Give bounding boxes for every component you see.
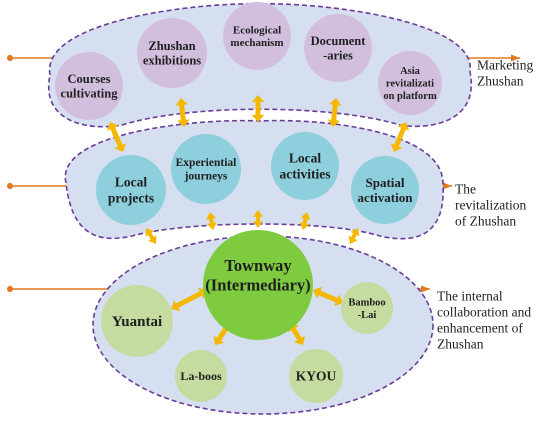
revitalization-side-label-line: revitalization xyxy=(455,198,526,213)
marketing-flow-line-arrowhead xyxy=(511,54,520,62)
collaboration-side-label-line: collaboration and xyxy=(437,305,531,320)
partner-node-label: Bamboo -Lai xyxy=(348,297,385,320)
marketing-node-label-line: mechanism xyxy=(230,37,283,49)
collaboration-side-label-line: Zhushan xyxy=(437,337,484,352)
marketing-node-label: Document-aries xyxy=(311,34,367,63)
bamboolai-arrow xyxy=(313,287,343,306)
revitalization-node xyxy=(96,155,166,225)
collaboration-side-label-line: enhancement of xyxy=(437,321,523,336)
middle-bottom-arrow xyxy=(206,212,217,230)
revitalization-node xyxy=(171,134,241,204)
partner-node-label-line: KYOU xyxy=(296,369,337,384)
townway-label: Townway(Intermediary) xyxy=(205,256,310,294)
top-middle-arrow xyxy=(327,98,342,127)
marketing-node-label-line: Zhushan xyxy=(148,39,195,53)
partner-node-label-line: La-boos xyxy=(180,369,222,383)
kyou-arrow xyxy=(288,323,305,345)
marketing-node-label-line: Ecological xyxy=(233,24,281,36)
partner-node-label-line: Bamboo xyxy=(348,297,385,308)
revitalization-node-label-line: Experiential xyxy=(176,157,237,169)
revitalization-node-label-line: Local xyxy=(289,151,321,166)
revitalization-node xyxy=(271,132,339,200)
middle-bottom-arrow xyxy=(145,228,157,244)
collaboration-side-label-line: The internal xyxy=(437,289,503,304)
middle-bottom-arrow xyxy=(348,228,360,244)
internal-flow-line-arrowhead xyxy=(421,285,430,293)
partner-node-label-line: Yuantai xyxy=(112,314,162,330)
townway-node xyxy=(203,230,313,340)
revitalization-node xyxy=(351,156,419,224)
top-middle-arrow xyxy=(390,122,410,152)
partner-node-label: La-boos xyxy=(180,369,222,383)
revitalization-side-label-line: The xyxy=(455,182,476,197)
marketing-node xyxy=(304,14,372,82)
marketing-node xyxy=(137,18,207,88)
marketing-node xyxy=(378,51,442,115)
revitalization-side-label-line: of Zhushan xyxy=(455,214,516,229)
marketing-node-label-line: cultivating xyxy=(61,87,119,101)
townway-label-line: (Intermediary) xyxy=(205,275,310,294)
partner-node xyxy=(341,282,393,334)
top-middle-arrow xyxy=(107,122,126,152)
marketing-node xyxy=(223,2,291,70)
revitalization-node-label-line: projects xyxy=(108,191,154,206)
revitalization-node-label-line: activation xyxy=(358,190,414,205)
partner-node-label-line: -Lai xyxy=(358,310,377,321)
yuantai-arrow xyxy=(171,287,207,312)
revitalization-node-label-line: Spatial xyxy=(365,175,404,190)
partner-node xyxy=(289,349,343,403)
top-middle-arrow xyxy=(175,98,190,127)
marketing-side-label-line: Zhushan xyxy=(477,74,524,89)
revitalization-node-label-line: journeys xyxy=(184,171,228,183)
revitalization-node-label: Experiential journeys xyxy=(176,157,237,183)
middle-bottom-arrow xyxy=(253,210,263,228)
revitalization-node-label-line: activities xyxy=(280,167,331,182)
marketing-node-label-line: revitalizati xyxy=(386,79,434,90)
revitalization-flow-line-arrowhead xyxy=(443,182,452,190)
top-middle-arrow xyxy=(251,95,265,122)
marketing-node-label-line: Document xyxy=(311,34,367,48)
partner-node xyxy=(101,285,173,357)
marketing-side-label-line: Marketing xyxy=(477,58,533,73)
revitalization-node-label-line: Local xyxy=(115,175,147,190)
partner-node-label: KYOU xyxy=(296,369,337,384)
marketing-node-label-line: on platform xyxy=(383,91,437,102)
marketing-node-label-line: exhibitions xyxy=(143,54,201,68)
partner-node xyxy=(175,350,227,402)
partner-node-label: Yuantai xyxy=(112,314,162,330)
marketing-node-label-line: -aries xyxy=(323,49,353,63)
marketing-node xyxy=(55,52,123,120)
marketing-node-label-line: Asia xyxy=(400,66,421,77)
marketing-node-label-line: Courses xyxy=(67,72,110,86)
middle-bottom-arrow xyxy=(299,212,311,230)
townway-label-line: Townway xyxy=(224,256,292,275)
